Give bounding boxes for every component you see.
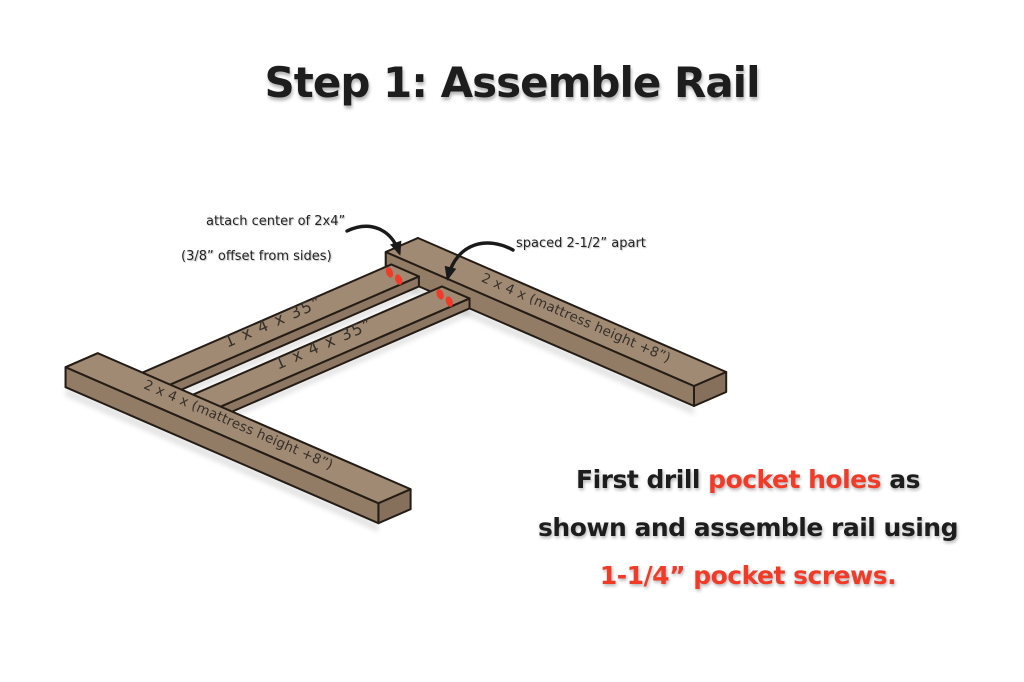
shadow-shape	[158, 286, 419, 407]
page-title: Step 1: Assemble Rail	[264, 58, 761, 107]
instruction-text: First drill pocket holes as shown and as…	[518, 456, 978, 600]
instruction-line1-post: as	[881, 465, 920, 494]
instruction-line-3: 1-1/4” pocket screws.	[599, 561, 897, 590]
shadow-shape	[209, 308, 470, 429]
annotation-attach-line1: attach center of 2x4”	[206, 214, 346, 229]
pocket-hole-icon	[395, 274, 403, 285]
instruction-line-1: First drill pocket holes as	[518, 456, 978, 504]
spacing-arrow-icon	[444, 241, 515, 281]
annotation-attach-line2: (3/8” offset from sides)	[181, 249, 332, 264]
left-rail-top-face	[64, 352, 412, 505]
instruction-line1-highlight: pocket holes	[708, 465, 882, 494]
attach-arrow-icon	[345, 224, 402, 256]
instruction-line-2: shown and assemble rail using	[538, 513, 958, 542]
instruction-line1-pre: First drill	[576, 465, 709, 494]
annotation-spacing: spaced 2-1/2” apart	[516, 236, 646, 251]
pocket-hole-icon	[385, 267, 394, 278]
shadow-shape	[65, 387, 379, 533]
pocket-hole-icon	[436, 289, 444, 300]
pocket-hole-icon	[445, 296, 453, 307]
